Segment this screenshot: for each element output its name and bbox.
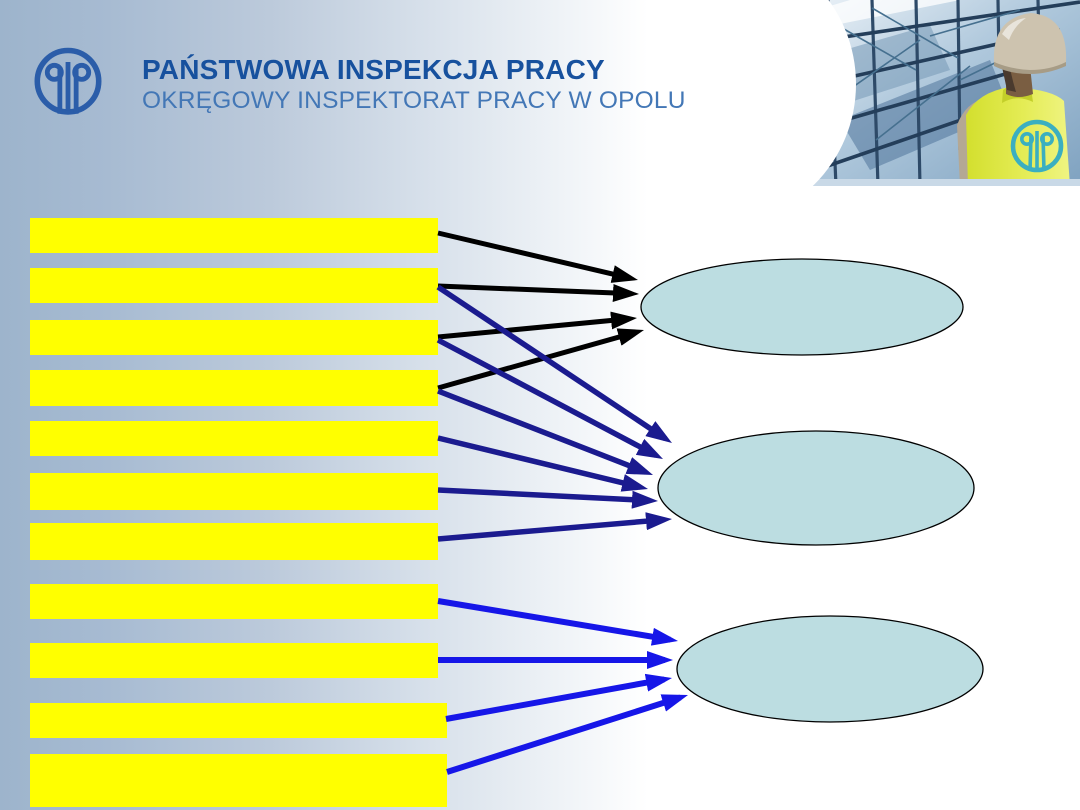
yellow-bar-9 [30,643,438,678]
header-titles: PAŃSTWOWA INSPEKCJA PRACY OKRĘGOWY INSPE… [142,54,686,114]
yellow-bar-4 [30,370,438,406]
scaffolding [810,0,1080,186]
yellow-bar-7 [30,523,438,560]
yellow-bar-8 [30,584,438,619]
navy-arrow-10 [437,512,672,542]
photo-bottom-strip [810,179,1080,186]
yellow-bar-10 [30,703,447,738]
org-name: PAŃSTWOWA INSPEKCJA PRACY [142,54,605,85]
black-arrow-4 [437,328,644,391]
header: PAŃSTWOWA INSPEKCJA PRACY OKRĘGOWY INSPE… [0,0,810,190]
black-arrow-2 [437,283,640,302]
ellipse-node-1 [640,258,964,356]
yellow-bar-3 [30,320,438,355]
org-unit: OKRĘGOWY INSPEKTORAT PRACY W OPOLU [142,87,686,114]
black-arrow-1 [437,230,639,283]
yellow-bar-5 [30,421,438,456]
pip-logo-icon [34,47,102,115]
blue-arrow-13 [445,673,672,722]
navy-arrow-5 [436,284,673,444]
navy-arrow-6 [436,337,663,460]
blue-arrow-11 [437,598,678,646]
navy-arrow-8 [437,435,648,492]
construction-site-photo [810,0,1080,186]
photo-white-swoosh [810,0,856,186]
yellow-bar-6 [30,473,438,510]
vest-pip-logo-icon [1010,119,1064,173]
worker [957,13,1070,186]
ellipse-node-3 [676,615,984,723]
navy-arrow-7 [436,388,653,475]
navy-arrow-9 [437,487,659,509]
yellow-bar-2 [30,268,438,303]
ellipse-node-2 [657,430,975,546]
yellow-bar-1 [30,218,438,253]
black-arrow-3 [437,311,637,340]
yellow-bar-11 [30,754,447,807]
blue-arrow-14 [446,694,689,775]
